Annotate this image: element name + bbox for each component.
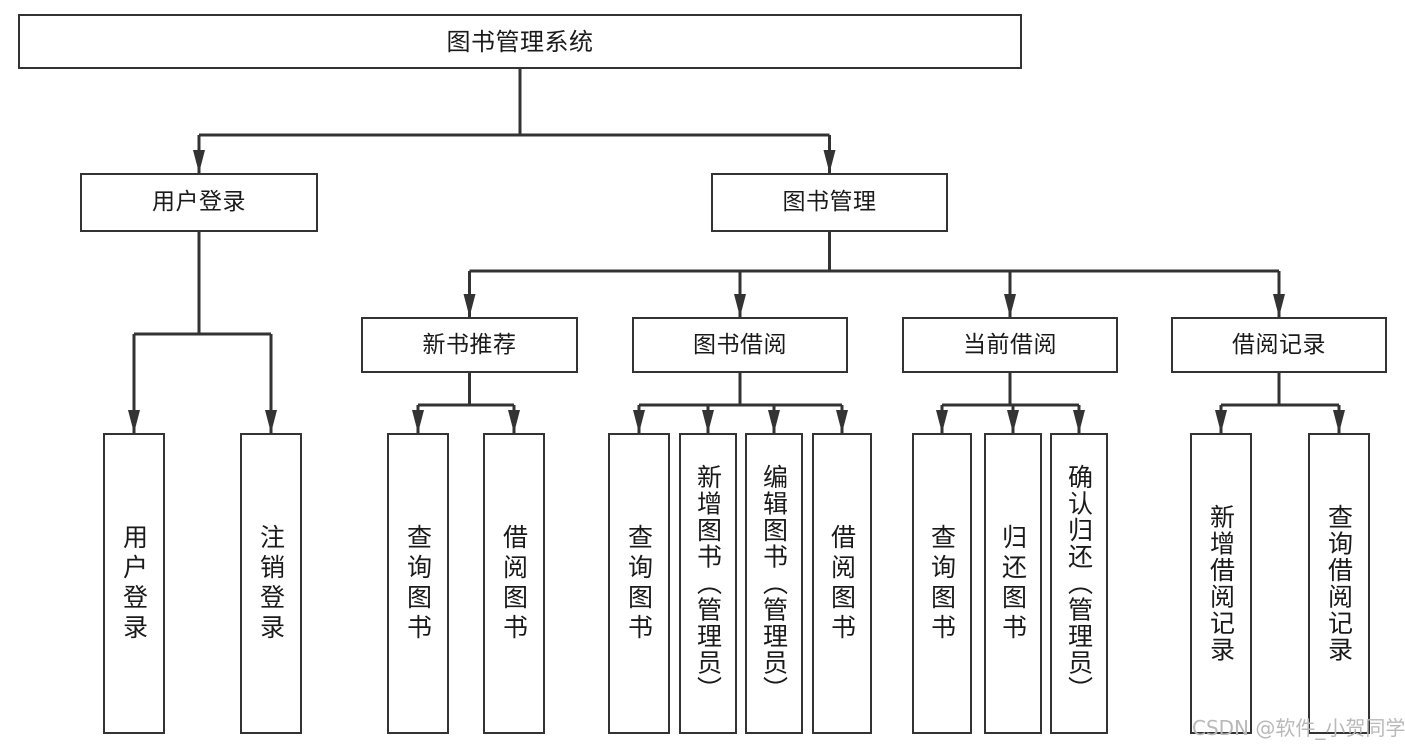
arrowhead xyxy=(936,410,948,433)
node-l3_3[interactable]: 当前借阅 xyxy=(902,317,1118,373)
node-leaf_7[interactable]: 编辑图书（管理员） xyxy=(745,433,803,734)
arrowhead xyxy=(1215,410,1227,433)
node-label-l3_2: 图书借阅 xyxy=(693,331,787,358)
node-leaf_6[interactable]: 新增图书（管理员） xyxy=(679,433,737,734)
node-l2_1[interactable]: 用户登录 xyxy=(80,173,318,232)
node-leaf_5[interactable]: 查询图书 xyxy=(608,433,670,734)
node-label-leaf_3: 查询图书 xyxy=(403,523,433,644)
node-leaf_10[interactable]: 归还图书 xyxy=(984,433,1042,734)
node-leaf_3[interactable]: 查询图书 xyxy=(387,433,449,734)
node-leaf_8[interactable]: 借阅图书 xyxy=(812,433,872,734)
arrowhead xyxy=(1004,294,1016,317)
arrowhead xyxy=(508,410,520,433)
arrowhead xyxy=(633,410,645,433)
arrowhead xyxy=(823,150,836,173)
arrowhead xyxy=(265,410,277,433)
node-leaf_11[interactable]: 确认归还（管理员） xyxy=(1050,433,1108,734)
node-label-leaf_11: 确认归还（管理员） xyxy=(1064,464,1094,703)
node-leaf_2[interactable]: 注销登录 xyxy=(240,433,302,734)
arrowhead xyxy=(734,294,746,317)
node-label-l2_2: 图书管理 xyxy=(782,189,877,215)
node-label-leaf_12: 新增借阅记录 xyxy=(1206,504,1236,663)
node-l3_4[interactable]: 借阅记录 xyxy=(1171,317,1387,373)
arrowhead xyxy=(1273,294,1285,317)
node-label-root: 图书管理系统 xyxy=(446,27,594,56)
arrowhead xyxy=(128,410,140,433)
node-label-l3_3: 当前借阅 xyxy=(963,331,1057,358)
node-label-leaf_6: 新增图书（管理员） xyxy=(693,464,723,703)
node-label-l3_1: 新书推荐 xyxy=(422,331,517,358)
csdn-watermark: CSDN @软件_小贺同学 xyxy=(1192,716,1405,740)
node-leaf_13[interactable]: 查询借阅记录 xyxy=(1308,433,1370,734)
arrowhead xyxy=(463,294,476,317)
node-label-leaf_5: 查询图书 xyxy=(624,523,654,644)
arrowhead xyxy=(193,150,205,173)
node-label-leaf_7: 编辑图书（管理员） xyxy=(759,464,789,703)
node-l3_1[interactable]: 新书推荐 xyxy=(361,317,578,373)
node-label-leaf_2: 注销登录 xyxy=(256,523,286,644)
node-label-leaf_1: 用户登录 xyxy=(119,523,149,644)
arrowhead xyxy=(1333,410,1345,433)
node-root[interactable]: 图书管理系统 xyxy=(18,14,1022,69)
node-l3_2[interactable]: 图书借阅 xyxy=(632,317,848,373)
node-label-l3_4: 借阅记录 xyxy=(1232,331,1326,358)
arrowhead xyxy=(1007,410,1019,433)
node-label-leaf_13: 查询借阅记录 xyxy=(1324,504,1354,663)
node-label-leaf_10: 归还图书 xyxy=(998,523,1028,644)
node-leaf_1[interactable]: 用户登录 xyxy=(103,433,165,734)
node-label-leaf_8: 借阅图书 xyxy=(827,523,857,644)
arrowhead xyxy=(1073,410,1085,433)
arrowhead xyxy=(836,410,848,433)
node-label-leaf_4: 借阅图书 xyxy=(499,523,529,644)
node-label-l2_1: 用户登录 xyxy=(152,189,246,215)
node-leaf_12[interactable]: 新增借阅记录 xyxy=(1190,433,1252,734)
node-leaf_4[interactable]: 借阅图书 xyxy=(483,433,545,734)
node-l2_2[interactable]: 图书管理 xyxy=(711,173,948,232)
arrowhead xyxy=(768,410,780,433)
node-label-leaf_9: 查询图书 xyxy=(927,523,957,644)
node-leaf_9[interactable]: 查询图书 xyxy=(912,433,972,734)
arrowhead xyxy=(412,410,424,433)
arrowhead xyxy=(702,410,714,433)
